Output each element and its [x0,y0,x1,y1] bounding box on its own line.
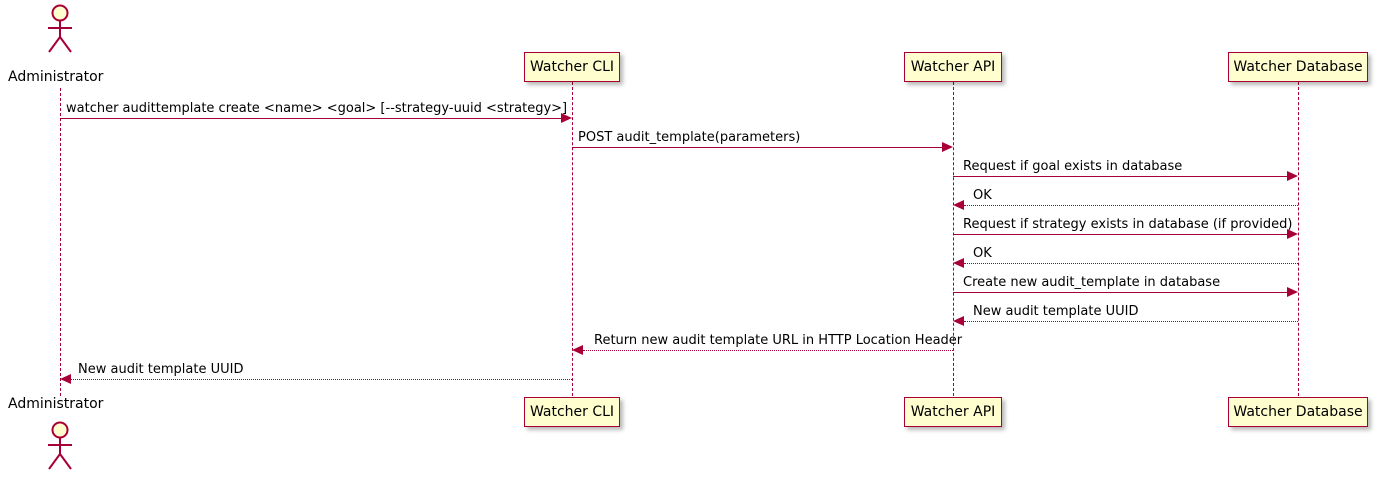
lifeline-administrator [60,88,61,396]
message-line-7 [953,292,1287,293]
message-arrowhead-4 [953,200,964,210]
message-arrowhead-7 [1287,287,1298,297]
stick-figure-icon [48,4,72,53]
message-line-3 [953,176,1287,177]
message-label-8: New audit template UUID [973,304,1139,319]
message-arrowhead-6 [953,258,964,268]
message-label-10: New audit template UUID [78,362,244,377]
participant-watcher-cli-bottom[interactable]: Watcher CLI [524,397,620,427]
message-line-1 [60,118,561,119]
lifeline-watcher-api [953,82,954,396]
message-label-6: OK [973,246,992,261]
participant-label: Watcher Database [1233,59,1363,75]
message-line-5 [953,234,1287,235]
participant-watcher-api-top[interactable]: Watcher API [904,52,1002,82]
message-label-2: POST audit_template(parameters) [578,130,801,145]
message-label-5: Request if strategy exists in database (… [963,217,1293,232]
participant-watcher-database-top[interactable]: Watcher Database [1228,52,1368,82]
message-label-4: OK [973,188,992,203]
message-arrowhead-2 [942,142,953,152]
message-arrowhead-3 [1287,171,1298,181]
message-line-8 [964,321,1298,322]
message-arrowhead-5 [1287,229,1298,239]
message-arrowhead-10 [60,374,71,384]
actor-label-administrator-bottom: Administrator [8,396,104,412]
participant-label: Watcher Database [1233,404,1363,420]
message-label-9: Return new audit template URL in HTTP Lo… [594,333,963,348]
message-line-2 [572,147,942,148]
message-arrowhead-8 [953,316,964,326]
message-line-4 [964,205,1298,206]
lifeline-watcher-database [1298,82,1299,396]
participant-label: Watcher CLI [529,404,615,420]
message-arrowhead-9 [572,345,583,355]
actor-administrator-bottom [43,421,77,471]
participant-watcher-cli-top[interactable]: Watcher CLI [524,52,620,82]
participant-label: Watcher API [910,59,996,75]
actor-label-administrator-top: Administrator [8,69,104,85]
participant-watcher-database-bottom[interactable]: Watcher Database [1228,397,1368,427]
stick-figure-icon [48,421,72,470]
participant-watcher-api-bottom[interactable]: Watcher API [904,397,1002,427]
message-arrowhead-1 [561,113,572,123]
message-line-9 [583,350,953,351]
participant-label: Watcher CLI [529,59,615,75]
lifeline-watcher-cli [572,82,573,396]
message-label-7: Create new audit_template in database [963,275,1221,290]
message-label-3: Request if goal exists in database [963,159,1183,174]
message-line-10 [71,379,572,380]
actor-administrator-top [43,4,77,54]
message-label-1: watcher audittemplate create <name> <goa… [66,101,568,116]
message-line-6 [964,263,1298,264]
participant-label: Watcher API [910,404,996,420]
